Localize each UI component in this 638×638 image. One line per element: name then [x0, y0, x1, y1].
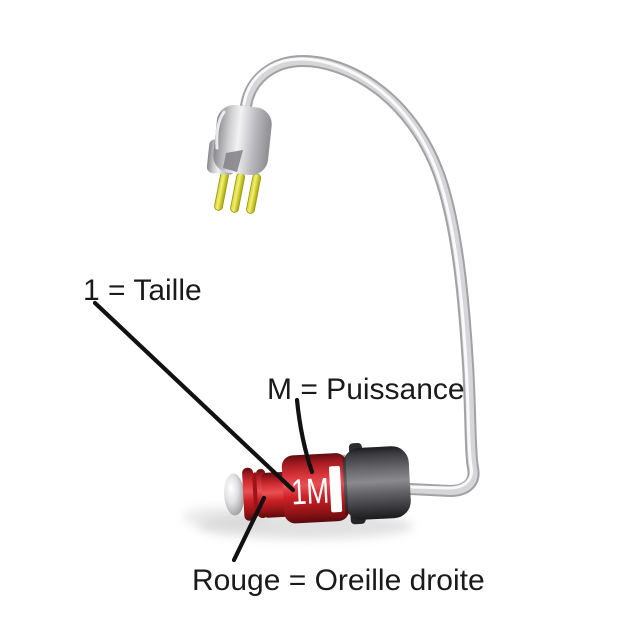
receiver-power-bar [328, 466, 343, 513]
receiver-unit: 1M [224, 442, 411, 525]
leader-side [231, 495, 267, 563]
plug-pins [214, 170, 262, 214]
label-size: 1 = Taille [83, 274, 202, 307]
receiver-marking: 1M [290, 470, 330, 513]
plug-recess [223, 150, 243, 172]
label-power: M = Puissance [267, 373, 465, 406]
plug-pin-2 [230, 172, 246, 213]
receiver-nozzle [261, 471, 290, 518]
plug-pin-1 [214, 170, 230, 211]
receiver-wire [240, 55, 480, 497]
plug-edge-highlight [215, 110, 226, 150]
connector-plug [206, 105, 272, 214]
receiver-flange [242, 467, 256, 521]
leader-size [92, 300, 296, 493]
label-side: Rouge = Oreille droite [192, 564, 485, 597]
receiver-seam [342, 454, 349, 515]
receiver-body-gray [342, 446, 411, 520]
receiver-tip [224, 473, 245, 516]
plug-pin-3 [246, 173, 262, 214]
leader-lines [92, 300, 315, 563]
leader-power [294, 397, 315, 475]
